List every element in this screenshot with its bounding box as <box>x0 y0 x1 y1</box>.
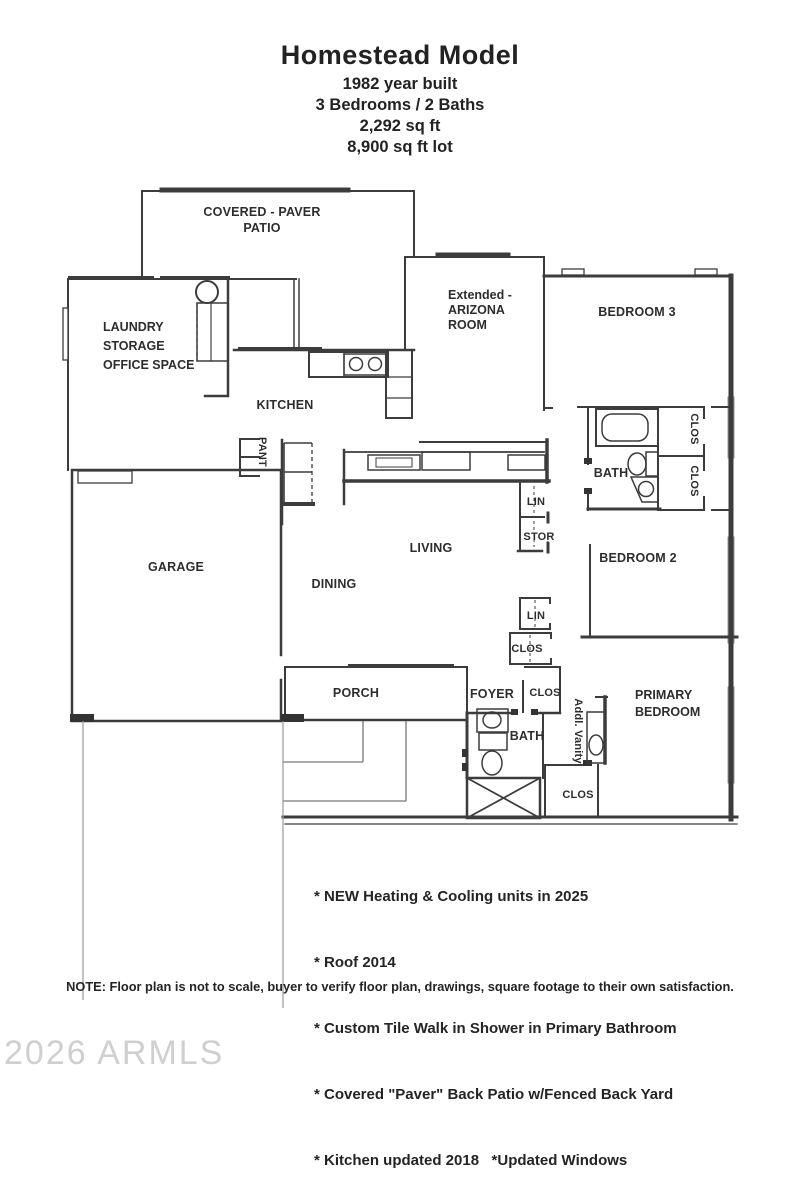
note-line: * NEW Heating & Cooling units in 2025 <box>314 888 589 905</box>
header-subtitles: 1982 year built 3 Bedrooms / 2 Baths 2,2… <box>0 74 800 158</box>
subtitle-lot-size: 8,900 sq ft lot <box>347 138 453 156</box>
room-label-closet-lower: CLOS <box>562 789 594 801</box>
room-label-dining: DINING <box>311 577 357 591</box>
room-label-bath-upper: BATH <box>593 466 629 480</box>
note-line: * Roof 2014 <box>314 954 396 971</box>
subtitle-sqft: 2,292 sq ft <box>359 117 441 135</box>
room-label-addl-vanity: Addl. Vanity <box>572 698 584 764</box>
room-label-storage-closet: STOR <box>523 531 555 543</box>
room-label-covered-paver-patio: COVERED - PAVER PATIO <box>203 205 321 235</box>
room-label-kitchen: KITCHEN <box>256 398 314 412</box>
bar-sink-icon <box>375 457 413 468</box>
page-title: Homestead Model <box>280 40 520 70</box>
interior-walls <box>239 406 739 818</box>
room-label-primary-bedroom: PRIMARY BEDROOM <box>635 688 701 719</box>
disclaimer-note: NOTE: Floor plan is not to scale, buyer … <box>66 979 734 994</box>
subtitle-year-built: 1982 year built <box>342 75 458 93</box>
floorplan-drawing <box>62 187 739 1008</box>
room-label-pantry: PANT <box>256 437 268 467</box>
fixtures <box>195 280 659 820</box>
room-label-closet-foyer: CLOS <box>529 687 561 699</box>
room-label-closet-upper-2: CLOS <box>688 465 700 497</box>
door-jamb-marks <box>70 458 592 771</box>
room-label-linen-lower: LIN <box>526 610 546 622</box>
driveway-walkway <box>82 721 407 1008</box>
room-label-bedroom2: BEDROOM 2 <box>599 551 677 565</box>
room-label-garage: GARAGE <box>147 560 205 574</box>
toilet-icon <box>627 452 647 476</box>
note-line: * Custom Tile Walk in Shower in Primary … <box>314 1020 677 1037</box>
sink-icon <box>482 711 502 729</box>
exterior-walls <box>67 187 739 825</box>
room-label-living: LIVING <box>409 541 453 555</box>
note-line: * Covered "Paver" Back Patio w/Fenced Ba… <box>314 1086 674 1103</box>
room-label-foyer: FOYER <box>469 687 515 701</box>
room-label-linen-upper: LIN <box>526 496 546 508</box>
sink-icon <box>637 480 655 498</box>
room-label-laundry-storage-office: LAUNDRY STORAGE OFFICE SPACE <box>103 320 195 372</box>
toilet-icon <box>481 750 503 776</box>
bathtub-icon <box>595 408 659 447</box>
room-label-extended-arizona-room: Extended - ARIZONA ROOM <box>448 288 512 332</box>
stove-icon <box>343 353 388 376</box>
room-label-bedroom3: BEDROOM 3 <box>598 305 676 319</box>
window-markers <box>62 268 718 484</box>
subtitle-beds-baths: 3 Bedrooms / 2 Baths <box>315 96 485 114</box>
room-label-bath-lower: BATH <box>509 729 545 743</box>
room-label-closet-upper-1: CLOS <box>688 413 700 445</box>
water-heater-icon <box>195 280 219 304</box>
room-label-closet-mid: CLOS <box>511 643 543 655</box>
armls-watermark: 2026 ARMLS <box>4 1034 225 1072</box>
feature-notes: * NEW Heating & Cooling units in 2025 * … <box>314 842 677 1194</box>
note-line: * Kitchen updated 2018 *Updated Windows <box>314 1152 628 1169</box>
room-label-porch: PORCH <box>332 686 380 700</box>
walk-in-shower-icon <box>465 776 542 820</box>
vanity-sink-icon <box>588 734 604 756</box>
